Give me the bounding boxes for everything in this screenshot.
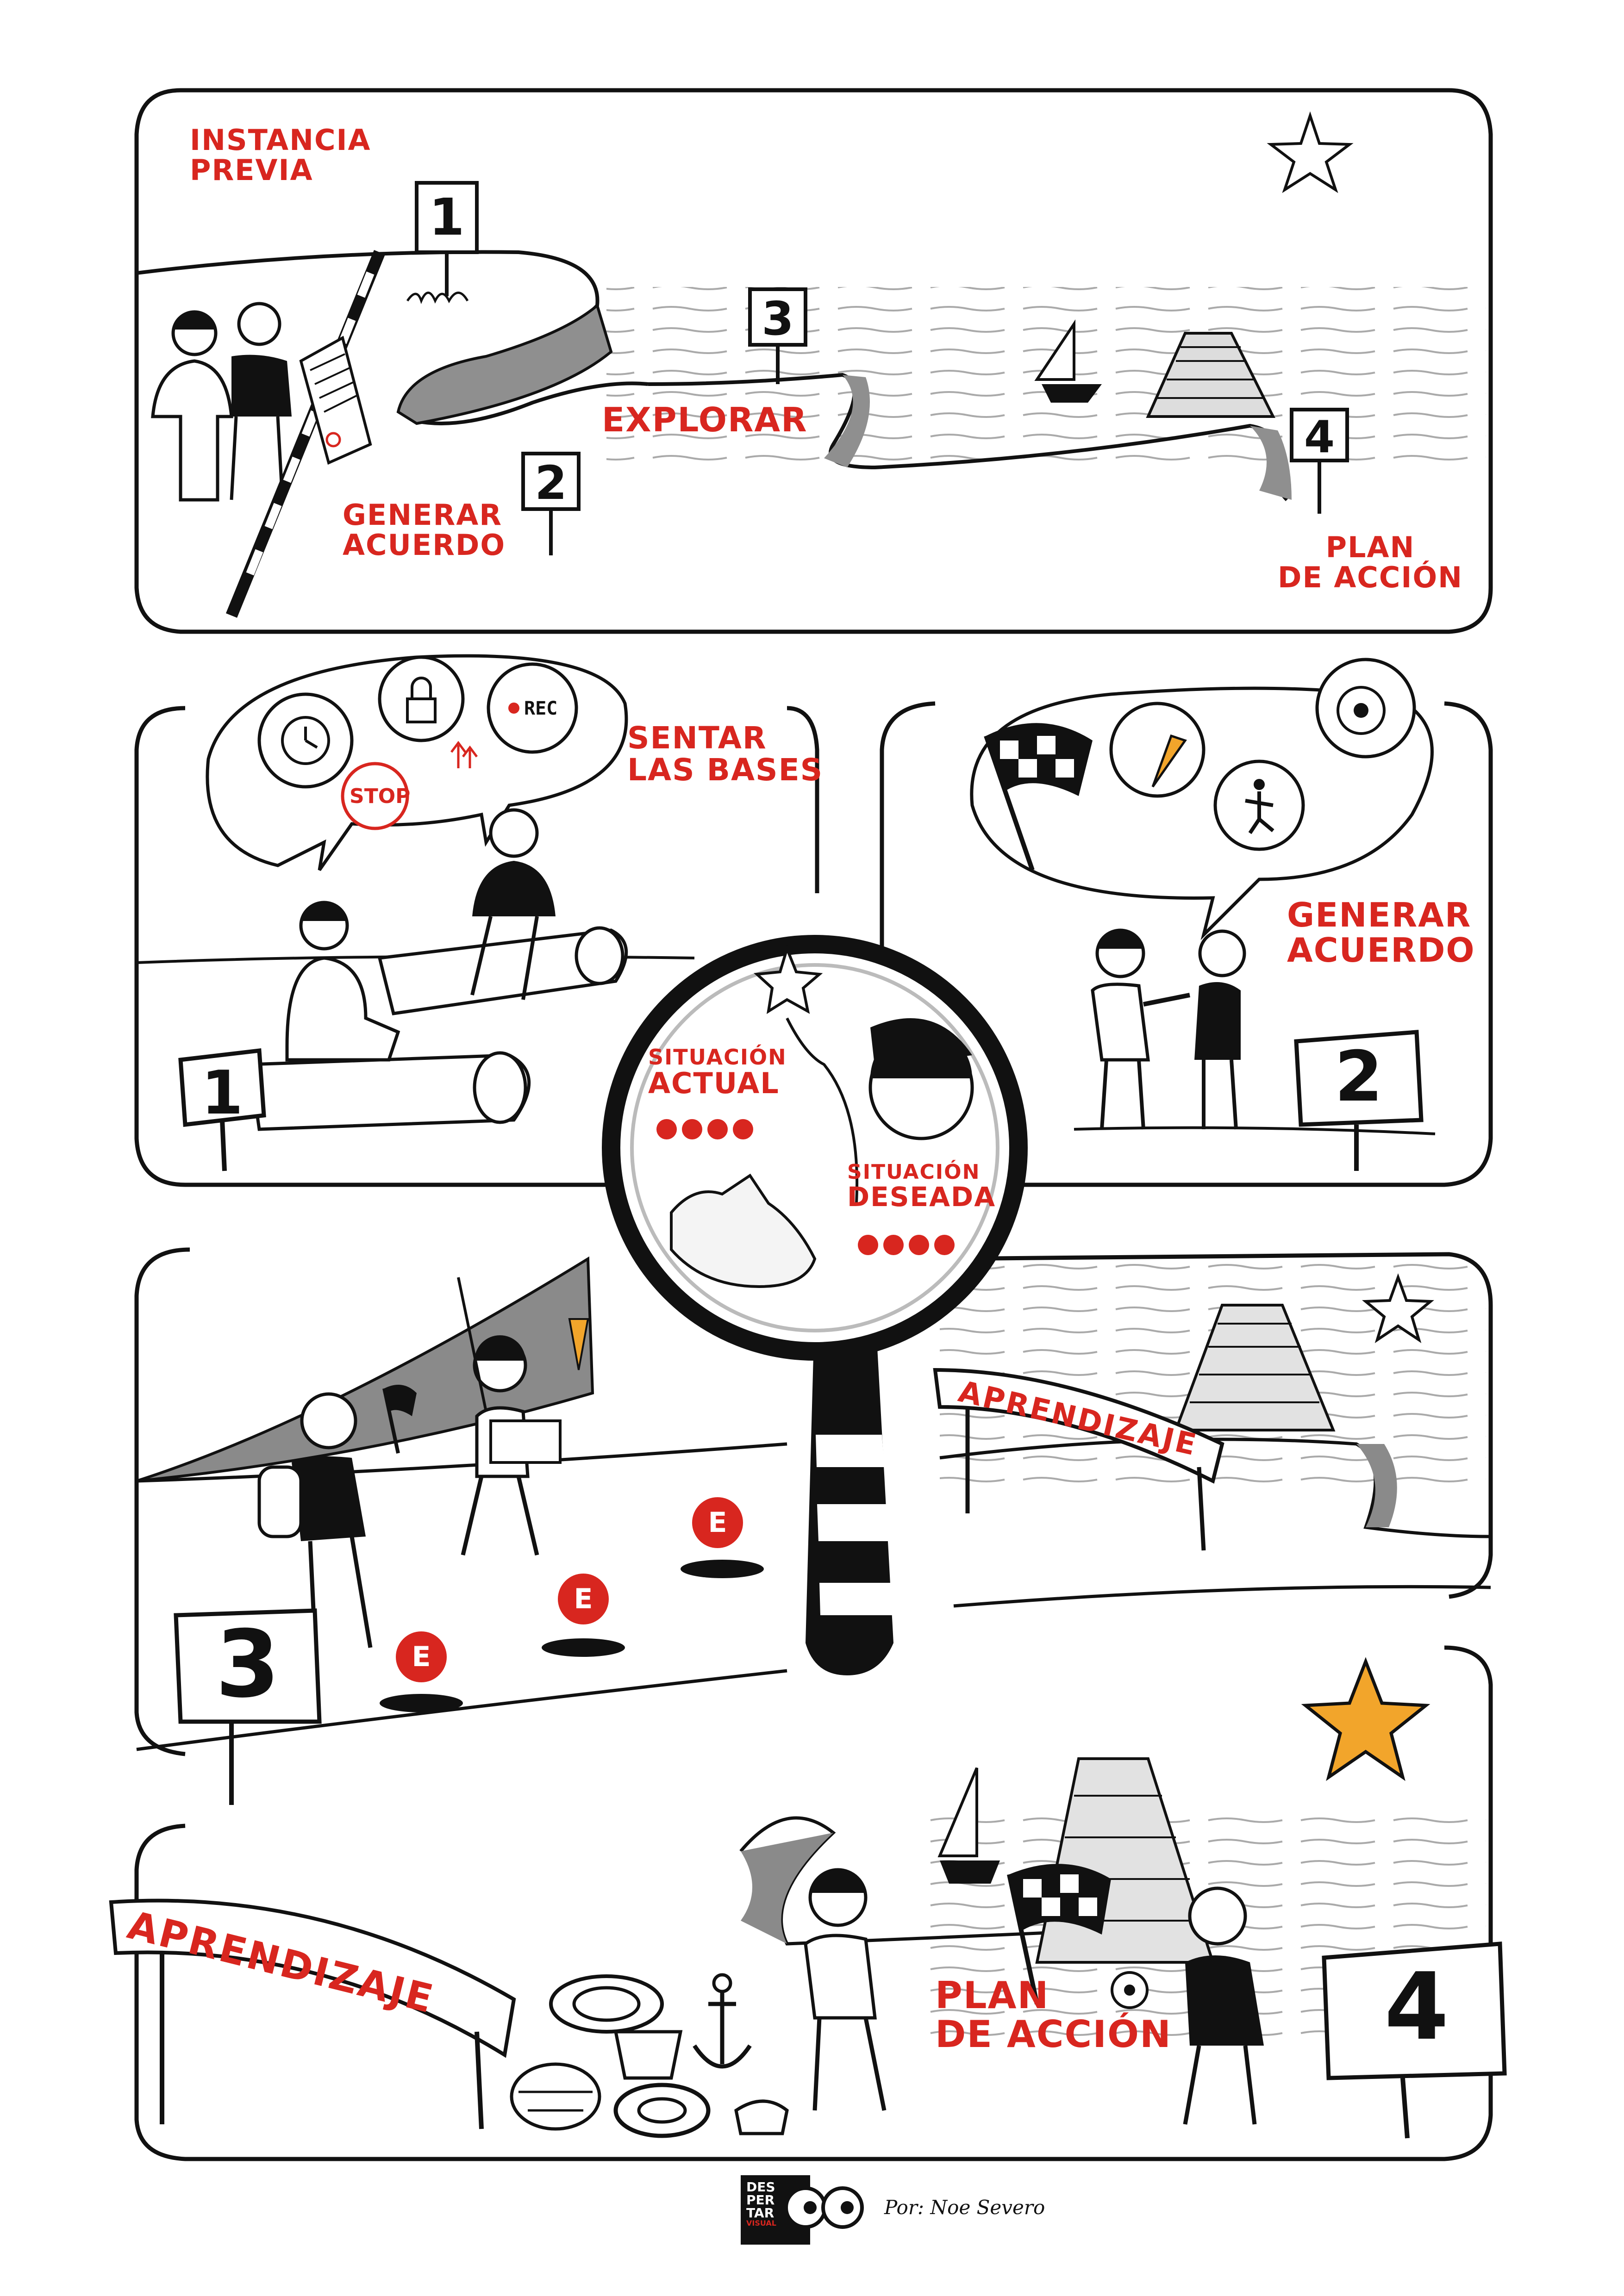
pier-icon bbox=[1146, 332, 1275, 418]
panel-explore bbox=[134, 1247, 1493, 1805]
anchor-icon bbox=[693, 1973, 752, 2069]
checkered-flag-icon-2 bbox=[1007, 1864, 1111, 2005]
hole-e-3-label: E bbox=[708, 1506, 727, 1539]
bucket-icon bbox=[613, 2030, 683, 2080]
marker-1 bbox=[406, 181, 479, 305]
map-person-icon bbox=[457, 1277, 589, 1556]
measuring-tape-icon bbox=[1315, 658, 1416, 759]
compass-box-icon bbox=[734, 2099, 789, 2135]
rope-icon bbox=[549, 1974, 664, 2034]
marker-1-number: 1 bbox=[429, 187, 465, 247]
marker-2-sign bbox=[1294, 1030, 1424, 1171]
label-explorar: EXPLORAR bbox=[602, 400, 808, 439]
basket-icon bbox=[510, 2062, 601, 2131]
marker-3 bbox=[748, 287, 807, 384]
rec-icon bbox=[487, 662, 578, 754]
actual-icons bbox=[656, 1119, 753, 1139]
panel-set-the-basis bbox=[134, 654, 819, 1187]
marker-2 bbox=[521, 452, 581, 555]
marker-2-number: 2 bbox=[535, 456, 567, 510]
lock-icon bbox=[378, 655, 465, 742]
log-bench-icon bbox=[248, 926, 628, 1131]
checkered-flag-icon bbox=[984, 723, 1093, 871]
sitting-person-icon bbox=[285, 901, 400, 1062]
marker-1-sign-number: 1 bbox=[201, 1058, 244, 1128]
walking-person-icon bbox=[804, 1868, 887, 2111]
desired-icons bbox=[858, 1235, 955, 1255]
arrows-icon bbox=[450, 740, 478, 768]
logo bbox=[741, 2175, 864, 2245]
pier-icon-2 bbox=[1174, 1304, 1336, 1431]
measuring-person-icon bbox=[1111, 1886, 1264, 2125]
marker-1-sign bbox=[178, 1048, 266, 1171]
panel-journey-overview bbox=[134, 88, 1493, 634]
stop-icon bbox=[341, 762, 409, 830]
coach-person-icon bbox=[470, 808, 556, 1000]
jumping-person-icon bbox=[1213, 759, 1305, 851]
hole-e-3 bbox=[681, 1497, 764, 1578]
panel-generate-agreement bbox=[880, 658, 1493, 1187]
logo-text: DES PER TAR VISUAL bbox=[746, 2179, 776, 2228]
marker-3-sign-number: 3 bbox=[215, 1611, 280, 1718]
marker-4-sign bbox=[1322, 1941, 1507, 2139]
contract-document-icon bbox=[299, 336, 372, 465]
author-credit: Por: Noe Severo bbox=[884, 2196, 1045, 2219]
learning-banner-2 bbox=[109, 1898, 516, 2129]
stop-label: STOP bbox=[350, 784, 411, 808]
two-people-icon bbox=[151, 302, 292, 502]
marker-4 bbox=[1290, 408, 1349, 514]
handshake-people-icon bbox=[1091, 928, 1246, 1130]
carrot-icon bbox=[1109, 702, 1206, 798]
star-icon-2 bbox=[1362, 1273, 1434, 1344]
hole-e-2-label: E bbox=[574, 1583, 593, 1615]
hole-e-2 bbox=[542, 1574, 625, 1657]
magnifying-glass-icon bbox=[602, 935, 1028, 1675]
sailboat-icon bbox=[1034, 319, 1102, 403]
marker-3-number: 3 bbox=[762, 292, 794, 346]
learning-banner bbox=[933, 1368, 1224, 1551]
lifebuoy-icon bbox=[613, 2083, 711, 2138]
gold-star-icon bbox=[1301, 1657, 1430, 1781]
explorer-person-icon bbox=[257, 1385, 417, 1648]
marker-3-sign bbox=[174, 1608, 322, 1805]
clock-icon bbox=[257, 692, 354, 789]
panel-action-plan bbox=[109, 1645, 1507, 2161]
marker-4-sign-number: 4 bbox=[1384, 1953, 1449, 2061]
star-icon bbox=[1267, 111, 1354, 193]
hole-e-1 bbox=[380, 1631, 463, 1712]
marker-4-number: 4 bbox=[1304, 412, 1335, 463]
hole-e-1-label: E bbox=[412, 1641, 431, 1673]
marker-2-sign-number: 2 bbox=[1334, 1037, 1383, 1117]
rec-label: REC bbox=[524, 698, 558, 719]
sailboat-icon-2 bbox=[937, 1767, 1000, 1884]
